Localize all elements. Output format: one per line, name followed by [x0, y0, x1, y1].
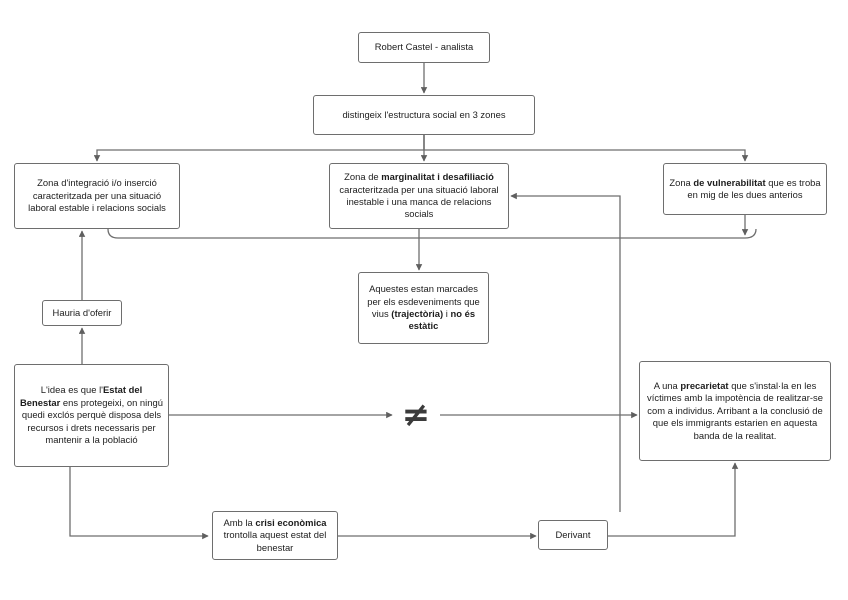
node-aquestes-marcades[interactable]: Aquestes estan marcades per els esdeveni…: [358, 272, 489, 344]
node-crisi-economica[interactable]: Amb la crisi econòmica trontolla aquest …: [212, 511, 338, 560]
bus-horizontal-zones: [107, 228, 757, 239]
node-precarietat[interactable]: A una precarietat que s'instal·la en les…: [639, 361, 831, 461]
edge-derivant-to-precarietat: [608, 462, 739, 537]
node-hauria-doferir[interactable]: Hauria d'oferir: [42, 300, 122, 326]
node-derivant-label: Derivant: [555, 528, 591, 540]
edge-distingeix-to-vulnerabilitat: [423, 135, 749, 162]
node-derivant[interactable]: Derivant: [538, 520, 608, 550]
edge-idea-to-crisi: [69, 467, 209, 540]
node-zona-marginalitat[interactable]: Zona de marginalitat i desafiliació cara…: [329, 163, 509, 229]
not-equal-symbol: ≠: [401, 395, 431, 435]
edge-distingeix-to-integracio: [93, 135, 425, 162]
node-aquestes-marcades-label: Aquestes estan marcades per els esdeveni…: [367, 283, 480, 332]
node-zona-marginalitat-label: Zona de marginalitat i desafiliació cara…: [339, 171, 499, 220]
node-robert-castel-label: Robert Castel - analista: [374, 41, 474, 53]
node-zona-vulnerabilitat[interactable]: Zona de vulnerabilitat que es troba en m…: [663, 163, 827, 215]
node-zona-integracio[interactable]: Zona d'integració i/o inserció caracteri…: [14, 163, 180, 229]
node-idea-estat-benestar[interactable]: L'idea es que l'Estat del Benestar ens p…: [14, 364, 169, 467]
node-precarietat-label: A una precarietat que s'instal·la en les…: [647, 379, 823, 441]
node-hauria-doferir-label: Hauria d'oferir: [52, 306, 112, 318]
node-zona-integracio-label: Zona d'integració i/o inserció caracteri…: [28, 177, 166, 214]
node-robert-castel[interactable]: Robert Castel - analista: [358, 32, 490, 63]
node-zona-vulnerabilitat-label: Zona de vulnerabilitat que es troba en m…: [669, 176, 821, 200]
node-distingeix-label: distingeix l'estructura social en 3 zone…: [342, 108, 506, 120]
node-crisi-economica-label: Amb la crisi econòmica trontolla aquest …: [223, 516, 327, 553]
edge-precarietat-to-marginalitat: [510, 192, 621, 512]
node-idea-estat-benestar-label: L'idea es que l'Estat del Benestar ens p…: [20, 384, 163, 446]
node-distingeix[interactable]: distingeix l'estructura social en 3 zone…: [313, 95, 535, 135]
